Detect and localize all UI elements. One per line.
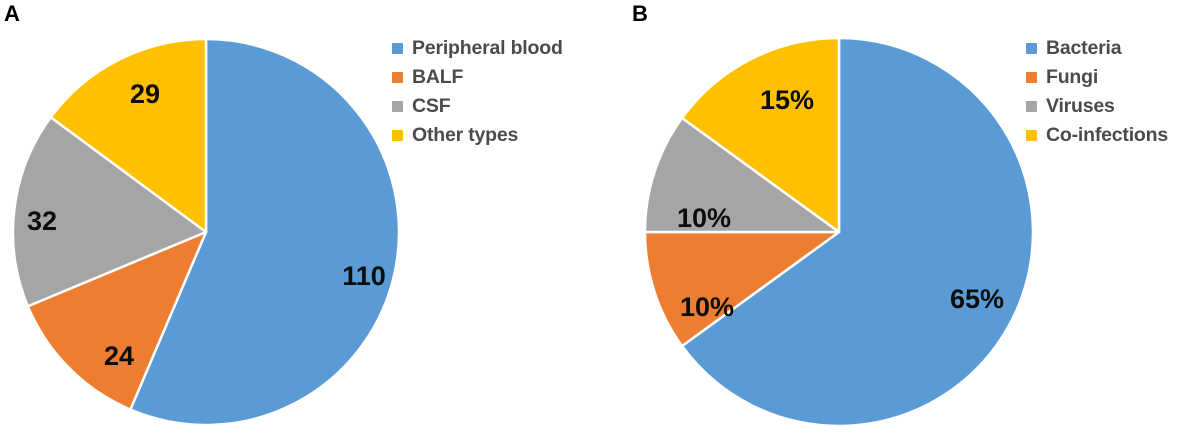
pie-slice-bacteria[interactable] bbox=[680, 37, 1034, 427]
legend-square-icon bbox=[392, 72, 403, 83]
legend-item-bacteria[interactable]: Bacteria bbox=[1026, 34, 1168, 63]
legend-square-icon bbox=[1026, 43, 1037, 54]
legend-square-icon bbox=[392, 130, 403, 141]
legend-item-other-types[interactable]: Other types bbox=[392, 121, 563, 150]
pie-slice-label-peripheral-blood: 110 bbox=[342, 261, 386, 291]
legend-square-icon bbox=[1026, 130, 1037, 141]
pie-slice-label-bacteria: 65% bbox=[950, 284, 1004, 314]
pie-a-svg: 110 24 32 29 bbox=[12, 38, 400, 426]
legend-square-icon bbox=[1026, 101, 1037, 112]
legend-item-label: Co-infections bbox=[1046, 124, 1168, 146]
legend-item-label: Viruses bbox=[1046, 95, 1115, 117]
legend-square-icon bbox=[1026, 72, 1037, 83]
legend-item-peripheral-blood[interactable]: Peripheral blood bbox=[392, 34, 563, 63]
panel-a-label: A bbox=[4, 1, 20, 26]
pie-slice-co-infections[interactable] bbox=[680, 37, 841, 234]
legend-item-fungi[interactable]: Fungi bbox=[1026, 63, 1168, 92]
legend-item-balf[interactable]: BALF bbox=[392, 63, 563, 92]
pie-slice-label-other-types: 29 bbox=[130, 79, 160, 109]
pie-slice-csf[interactable] bbox=[12, 116, 208, 308]
pie-slice-other-types[interactable] bbox=[49, 38, 208, 234]
pie-slice-balf[interactable] bbox=[26, 230, 208, 411]
pie-slice-label-viruses: 10% bbox=[677, 203, 731, 233]
pie-slice-label-balf: 24 bbox=[104, 341, 134, 371]
panel-b-label: B bbox=[632, 1, 648, 26]
legend-item-co-infections[interactable]: Co-infections bbox=[1026, 121, 1168, 150]
legend-item-label: Peripheral blood bbox=[412, 37, 563, 59]
pie-b-svg: 65% 10% 10% 15% bbox=[644, 37, 1034, 427]
pie-chart-a: 110 24 32 29 bbox=[12, 38, 400, 426]
legend-item-label: CSF bbox=[412, 95, 451, 117]
legend-item-label: BALF bbox=[412, 66, 464, 88]
legend-square-icon bbox=[392, 43, 403, 54]
legend-square-icon bbox=[392, 101, 403, 112]
pie-slice-fungi[interactable] bbox=[644, 230, 841, 348]
pie-slice-label-co-infections: 15% bbox=[760, 85, 814, 115]
legend-item-label: Fungi bbox=[1046, 66, 1099, 88]
pie-chart-b: 65% 10% 10% 15% bbox=[644, 37, 1034, 427]
pie-slice-viruses[interactable] bbox=[644, 116, 841, 234]
pie-slice-peripheral-blood[interactable] bbox=[129, 38, 400, 426]
legend-item-csf[interactable]: CSF bbox=[392, 92, 563, 121]
pie-slice-label-csf: 32 bbox=[27, 206, 57, 236]
pie-slice-label-fungi: 10% bbox=[680, 292, 734, 322]
legend-item-viruses[interactable]: Viruses bbox=[1026, 92, 1168, 121]
legend-item-label: Other types bbox=[412, 124, 519, 146]
legend-item-label: Bacteria bbox=[1046, 37, 1122, 59]
